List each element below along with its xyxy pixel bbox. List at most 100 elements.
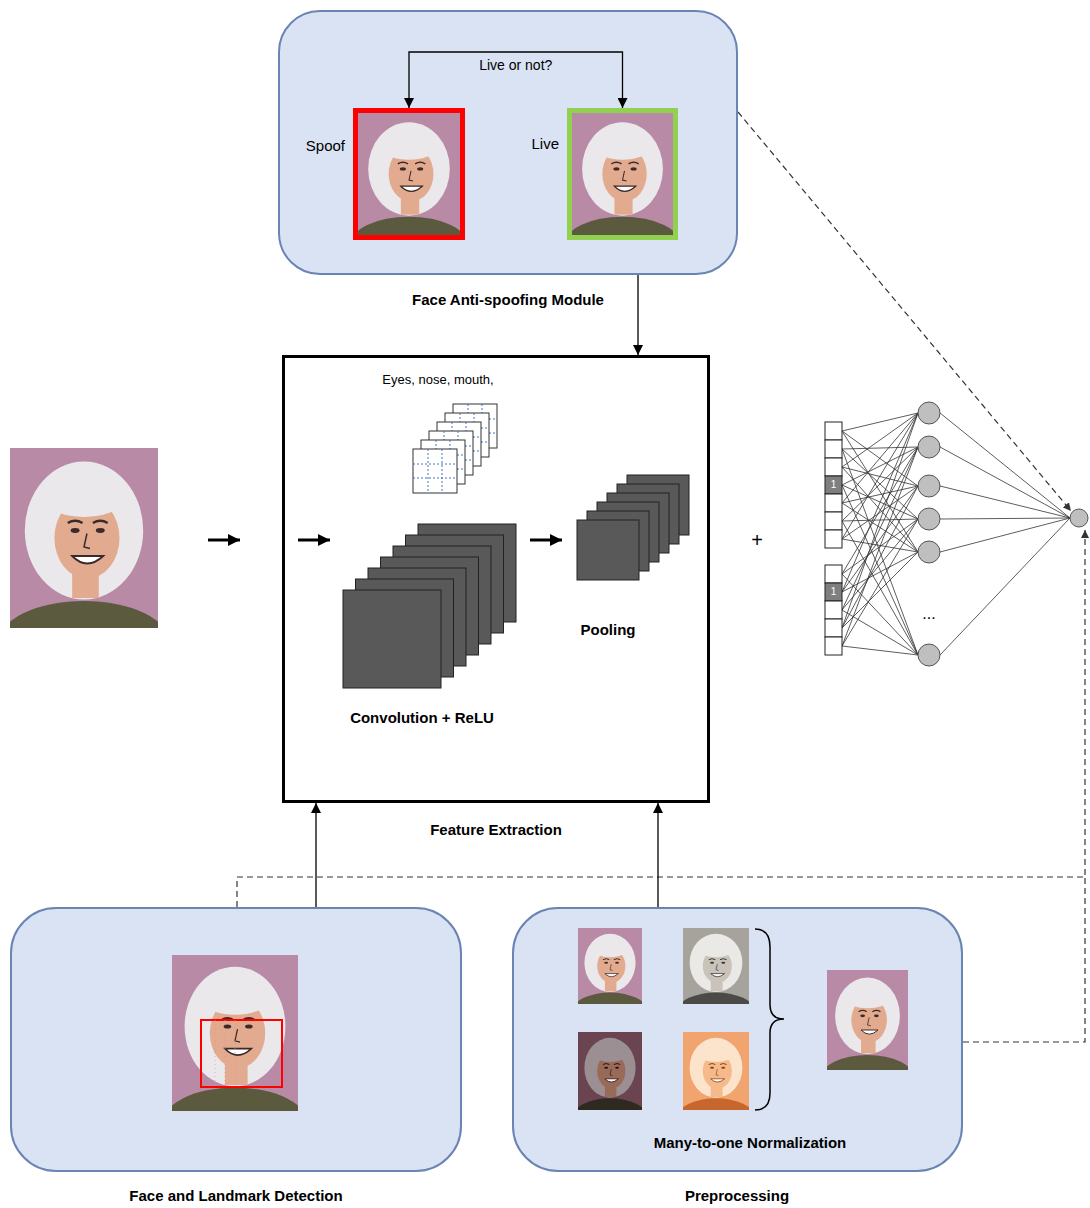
hair: [584, 1038, 635, 1098]
shirt: [350, 217, 468, 274]
photo-background: [683, 928, 749, 1004]
face-photo: [350, 113, 468, 274]
eye: [613, 167, 619, 170]
shirt: [821, 1055, 915, 1102]
neuron: [918, 541, 940, 563]
vector-cell: [825, 565, 842, 583]
face-photo: [821, 970, 915, 1102]
feature-map: [343, 590, 441, 688]
network-link: [842, 413, 918, 592]
vector-cell: [825, 619, 842, 637]
vector-cell: [825, 422, 842, 440]
eye: [224, 1024, 232, 1028]
eye: [71, 528, 80, 533]
network-link: [842, 646, 918, 655]
hair-fringe: [700, 944, 733, 957]
face-photo: [573, 928, 647, 1028]
connector-label: Live or not?: [476, 57, 555, 74]
module-caption: Face Anti-spoofing Module: [412, 291, 604, 309]
nose: [235, 1029, 240, 1042]
network-link: [842, 449, 918, 655]
nose: [84, 534, 90, 549]
hair: [835, 978, 900, 1055]
shirt: [573, 993, 647, 1028]
eye: [631, 167, 637, 170]
connector-arrow: [315, 803, 316, 907]
hair-fringe: [204, 989, 267, 1015]
mouth: [72, 556, 103, 564]
nose: [868, 1018, 871, 1026]
hair-fringe: [594, 944, 626, 957]
landmark-dots: [215, 1020, 235, 1087]
node-illustration: [353, 108, 465, 240]
face-photo: [162, 955, 308, 1160]
shirt: [678, 993, 755, 1028]
kernel-grid: [413, 449, 457, 493]
face-photo: [678, 928, 755, 1028]
module-box: Face and Landmark Detection: [10, 907, 462, 1172]
eye: [604, 1067, 608, 1069]
flow-arrow: [298, 539, 330, 542]
hair: [584, 934, 635, 992]
network-link: [842, 486, 918, 503]
face-photo: [0, 448, 170, 685]
eye: [721, 962, 725, 964]
shirt: [0, 601, 170, 685]
plus-sign: +: [751, 528, 763, 552]
nose: [716, 1069, 719, 1076]
node-label: Pooling: [581, 621, 636, 639]
network-link: [842, 413, 918, 431]
brows: [709, 1063, 727, 1065]
network-link: [842, 486, 918, 539]
hair-fringe: [597, 139, 648, 159]
eye: [721, 1067, 725, 1069]
network-link: [940, 447, 1070, 518]
shirt: [678, 1098, 755, 1134]
hair: [690, 934, 743, 992]
brows: [603, 958, 620, 960]
ellipsis: ...: [922, 604, 935, 623]
eye: [245, 1024, 253, 1028]
vector-cell: [825, 512, 842, 530]
filter-kernel: [413, 449, 457, 493]
network-link: [940, 413, 1070, 518]
vector-cell: [825, 601, 842, 619]
brows: [603, 1063, 620, 1065]
neuron: [918, 644, 940, 666]
node-label: Eyes, nose, mouth,: [382, 372, 493, 388]
neuron: [918, 508, 940, 530]
neuron: [918, 402, 940, 424]
connector-arrow: [657, 803, 658, 907]
vector-cell: [825, 476, 842, 494]
network-link: [842, 521, 918, 655]
nose: [623, 171, 627, 181]
network-link: [842, 447, 918, 646]
vector-value: 1: [831, 479, 837, 491]
node-illustration: [282, 355, 710, 803]
curly-brace: [755, 929, 784, 1110]
hair: [690, 1038, 743, 1098]
dashed-link: [738, 112, 1071, 511]
node-label: Live: [531, 135, 559, 153]
pooled-map: [577, 520, 639, 580]
eye: [96, 528, 105, 533]
face-photo: [678, 1032, 755, 1135]
hair-fringe: [594, 1049, 626, 1062]
vector-cell: [825, 494, 842, 512]
network-link: [842, 447, 918, 449]
feature-box: Feature ExtractionEyes, nose, mouth,Conv…: [282, 355, 710, 803]
vector-cell: [825, 458, 842, 476]
hair: [185, 967, 286, 1087]
hair-fringe: [47, 487, 121, 517]
vector-value: 1: [831, 586, 837, 598]
eye: [615, 962, 619, 964]
node-label: Convolution + ReLU: [350, 709, 494, 727]
eye: [710, 962, 714, 964]
face-bounding-box: [201, 1020, 282, 1087]
hair: [582, 122, 663, 216]
eye: [874, 1015, 879, 1018]
network-link: [940, 518, 1070, 655]
hair-fringe: [384, 139, 435, 159]
flow-arrow: [208, 539, 240, 542]
